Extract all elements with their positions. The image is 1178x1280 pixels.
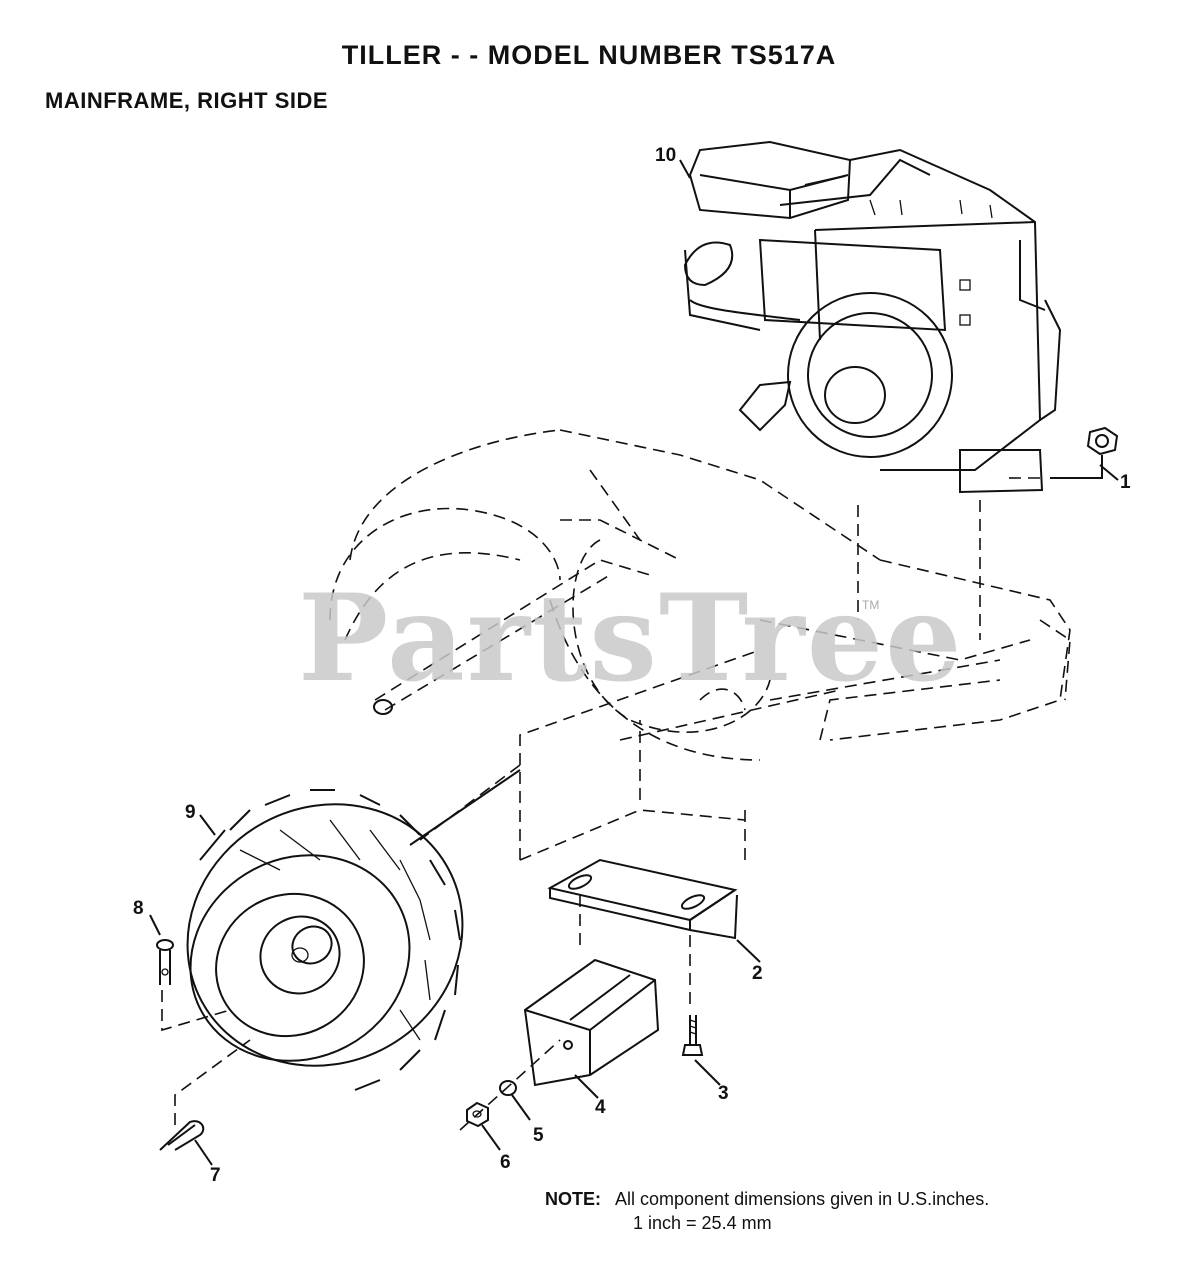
engine-part-10 xyxy=(683,140,1062,494)
partstree-watermark: PartsTree xyxy=(298,568,964,709)
callout-2: 2 xyxy=(752,963,763,984)
callout-1: 1 xyxy=(1120,472,1131,493)
callout-10: 10 xyxy=(655,145,677,166)
washer-part-5 xyxy=(499,1080,531,1121)
note-label: NOTE: xyxy=(545,1189,601,1209)
callout-4: 4 xyxy=(595,1097,606,1118)
dimension-note: NOTE: All component dimensions given in U… xyxy=(545,1188,990,1233)
block-part-4 xyxy=(523,958,660,1099)
nut-part-1 xyxy=(1050,426,1119,481)
leader-part-10 xyxy=(679,159,691,179)
pin-part-8 xyxy=(149,914,231,1032)
callout-6: 6 xyxy=(500,1152,511,1173)
callout-5: 5 xyxy=(533,1125,544,1146)
tine-assembly-phantom xyxy=(329,429,1071,861)
nut-part-6 xyxy=(459,1039,561,1151)
bolt-part-3 xyxy=(681,1015,721,1086)
bracket-part-2 xyxy=(547,858,761,1010)
callout-9: 9 xyxy=(185,802,196,823)
callout-8: 8 xyxy=(133,898,144,919)
callout-3: 3 xyxy=(718,1083,729,1104)
section-subtitle: MAINFRAME, RIGHT SIDE xyxy=(45,88,329,113)
diagram-title: TILLER - - MODEL NUMBER TS517A xyxy=(341,40,837,70)
wheel-part-9 xyxy=(186,764,521,1091)
callout-7: 7 xyxy=(210,1165,221,1186)
note-line-1: All component dimensions given in U.S.in… xyxy=(615,1189,990,1209)
note-line-2: 1 inch = 25.4 mm xyxy=(633,1213,772,1233)
hairpin-part-7 xyxy=(159,1039,251,1166)
watermark-trademark: TM xyxy=(862,598,880,612)
